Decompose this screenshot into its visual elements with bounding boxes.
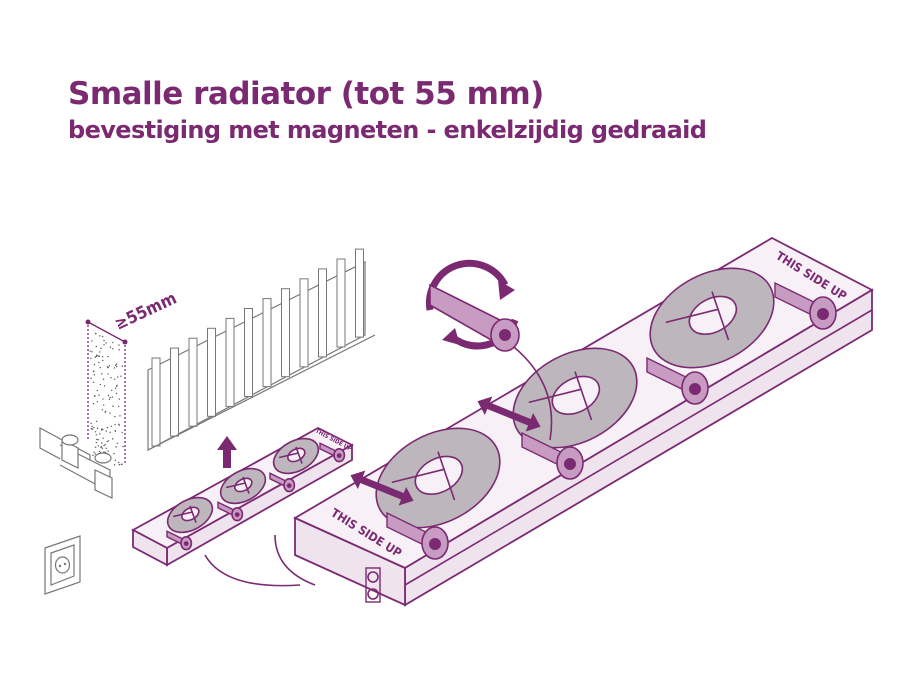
radiator-fin [226, 318, 234, 406]
radiator-fin [152, 358, 160, 446]
radiator-fin [245, 309, 253, 397]
radiator-fin [171, 348, 179, 436]
radiator-fin [319, 269, 327, 357]
radiator-fin [356, 249, 364, 337]
radiator-fin [300, 279, 308, 367]
radiator-fin [282, 289, 290, 377]
wall-socket-icon [45, 536, 80, 594]
radiator-fin [263, 299, 271, 387]
fan-unit-large-icon: THIS SIDE UP THIS SIDE UP [295, 238, 872, 605]
dimension-label: ≥55mm [112, 289, 180, 335]
transition-arc [205, 555, 300, 586]
up-arrow-icon [217, 436, 237, 468]
radiator-fin [189, 338, 197, 426]
radiator-fin [208, 328, 216, 416]
radiator-fin [337, 259, 345, 347]
